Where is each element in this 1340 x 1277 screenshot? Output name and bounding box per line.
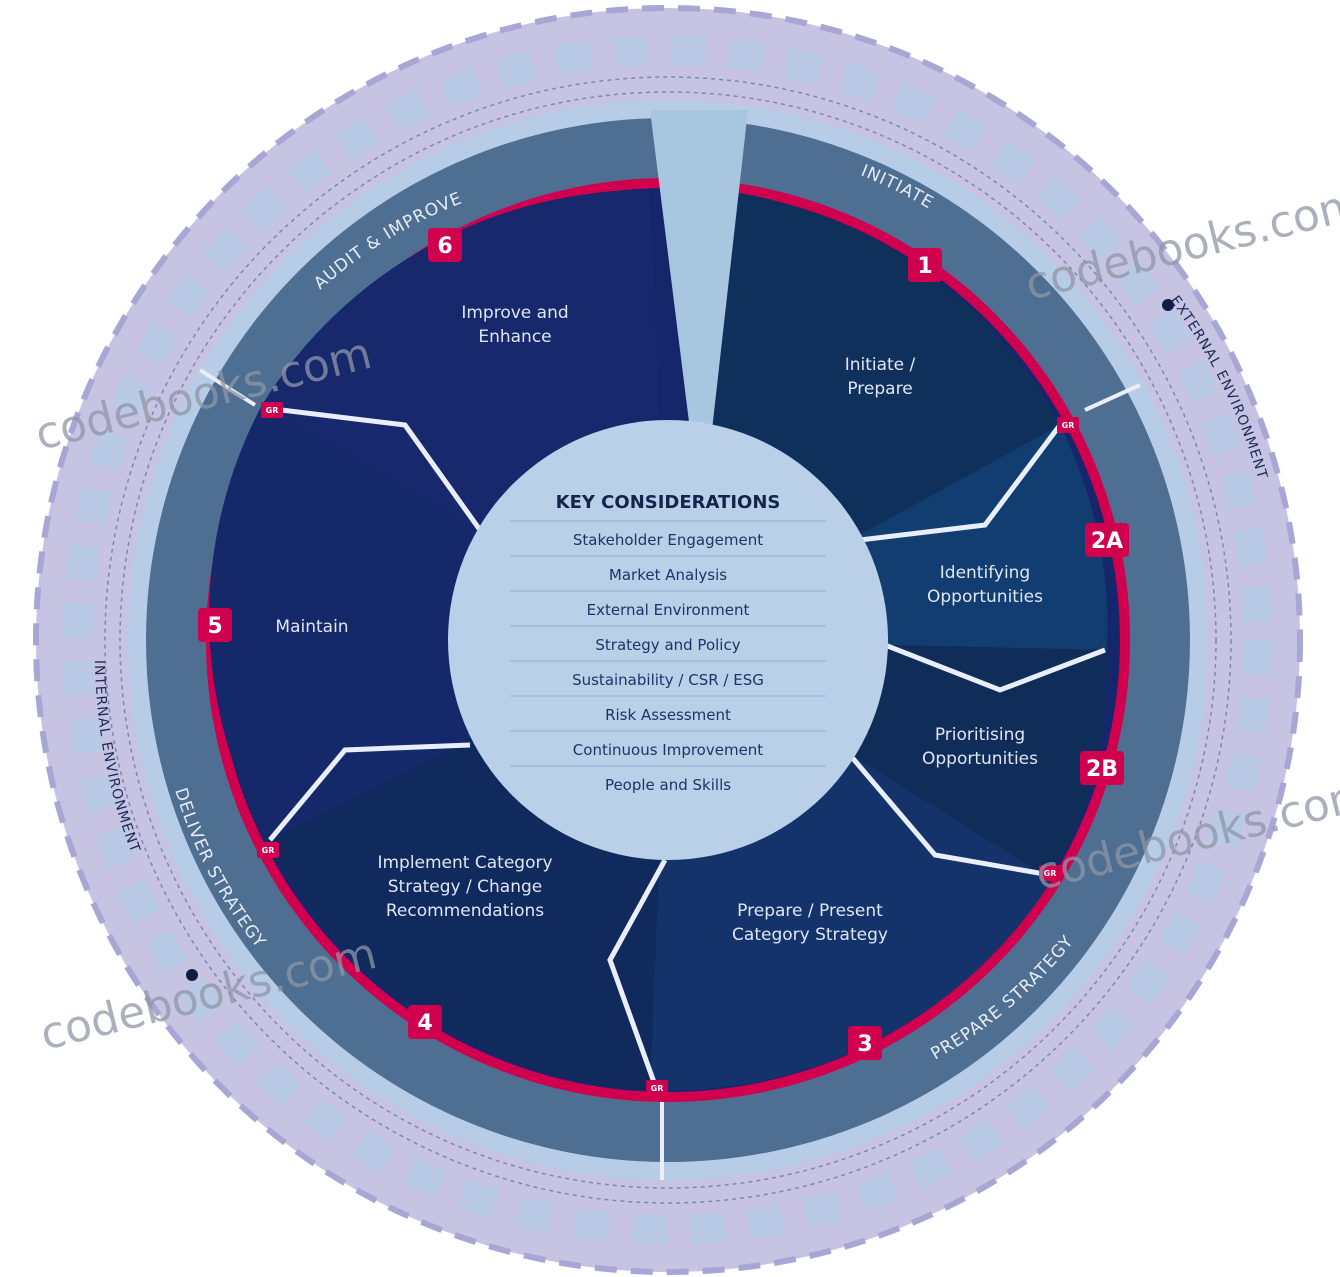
gate-marker-label: GR [266, 406, 279, 415]
phase-label-line: Initiate / [845, 355, 916, 375]
phase-label-line: Strategy / Change [388, 877, 542, 897]
segment-5 [209, 405, 668, 840]
gate-marker-label: GR [262, 846, 275, 855]
connector-5-6 [264, 405, 483, 532]
phase-label-line: Category Strategy [732, 925, 888, 945]
phase-badge-number: 6 [437, 234, 452, 259]
outer-ring-pattern [63, 35, 1273, 1245]
phase-badge [408, 1005, 442, 1039]
ring-divider [198, 368, 257, 407]
gate-marker [261, 402, 283, 418]
phase-label-line: Identifying [940, 563, 1030, 583]
phase-badge [428, 228, 462, 262]
outer-ring-texture [33, 5, 1303, 1275]
ring-divider [1084, 383, 1141, 412]
connector-4-5 [268, 742, 471, 842]
phase-label-line: Recommendations [386, 901, 544, 921]
gate-marker [1039, 865, 1061, 881]
phase-label-line: Enhance [478, 327, 551, 347]
key-consideration-item: People and Skills [605, 776, 731, 794]
key-considerations-circle [448, 420, 888, 860]
gate-marker [1057, 417, 1079, 433]
key-consideration-item: Sustainability / CSR / ESG [572, 671, 764, 689]
outer-dashed-line [119, 91, 1217, 1189]
phase-labels: Initiate / PrepareIdentifyingOpportunitie… [275, 303, 1043, 945]
phase-badge [198, 608, 232, 642]
key-consideration-item: External Environment [587, 601, 750, 619]
connector-2a-2b [884, 642, 1106, 693]
connector-3-4 [607, 858, 668, 1086]
internal-marker-dot [186, 969, 198, 981]
outer-dashed-line-2 [104, 76, 1232, 1204]
cycle-gap [650, 110, 748, 430]
phase-label-line: Improve and [461, 303, 568, 323]
phase-badge-number: 3 [857, 1032, 872, 1057]
gate-marker [257, 842, 279, 858]
phase-label-line: Implement Category [377, 853, 552, 873]
phase-label-line: Opportunities [927, 587, 1043, 607]
phase-badge [1080, 751, 1124, 785]
gate-markers: GR GR GR GR GR [257, 402, 1079, 1096]
phase-badge-number: 4 [417, 1011, 432, 1036]
phase-badge [848, 1026, 882, 1060]
phase-label-line: Prepare / Present [737, 901, 883, 921]
external-marker-dot [1162, 299, 1174, 311]
key-consideration-item: Stakeholder Engagement [573, 531, 763, 549]
phase-label-line: Opportunities [922, 749, 1038, 769]
phase-badges: 1 2A 2B 3 4 5 6 [198, 228, 1129, 1060]
gate-marker-label: GR [1062, 421, 1075, 430]
phase-label-line: Prepare [847, 379, 912, 399]
phase-badge-number: 5 [207, 614, 222, 639]
phase-badge-number: 1 [917, 254, 932, 279]
phase-badge [908, 248, 942, 282]
connector-1-2a [859, 423, 1062, 543]
phase-badge-number: 2A [1091, 529, 1123, 554]
key-consideration-item: Strategy and Policy [595, 636, 740, 654]
phase-label-line: Maintain [275, 617, 348, 637]
key-consideration-item: Continuous Improvement [573, 741, 764, 759]
key-consideration-item: Risk Assessment [605, 706, 731, 724]
gate-marker [646, 1080, 668, 1096]
gate-marker-label: GR [1044, 869, 1057, 878]
key-considerations-title: KEY CONSIDERATIONS [556, 492, 781, 513]
phase-badge [1085, 523, 1129, 557]
connector-2b-3 [848, 753, 1051, 878]
key-consideration-item: Market Analysis [609, 566, 727, 584]
gate-marker-label: GR [651, 1084, 664, 1093]
phase-badge-number: 2B [1086, 757, 1118, 782]
connectors [264, 405, 1106, 1086]
phase-label-line: Prioritising [935, 725, 1025, 745]
